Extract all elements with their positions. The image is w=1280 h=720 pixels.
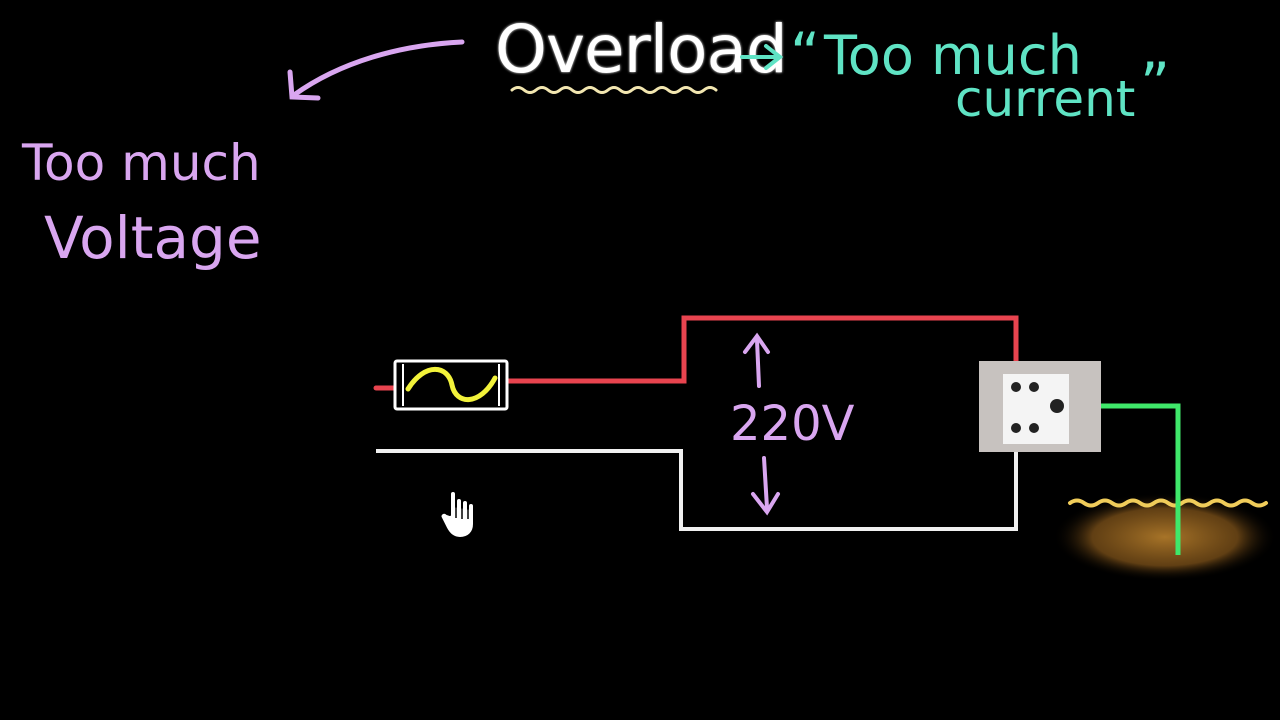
live-wire-main bbox=[508, 315, 1019, 387]
title-word: Overload bbox=[495, 11, 787, 88]
hand-pointer-icon bbox=[439, 490, 475, 539]
voltage-note-line2: Voltage bbox=[44, 204, 262, 272]
arrow-to-current-note bbox=[740, 44, 784, 70]
voltage-label: 220V bbox=[730, 396, 855, 452]
socket-hole-top-right bbox=[1029, 382, 1039, 392]
earth-ground-patch bbox=[1053, 493, 1277, 581]
fuse-icon bbox=[393, 359, 509, 411]
current-note-line2: current bbox=[955, 70, 1135, 128]
socket-hole-live bbox=[1011, 382, 1021, 392]
arrow-to-voltage-note bbox=[287, 39, 465, 101]
current-note-open-quote: “ bbox=[790, 20, 820, 88]
wall-socket-icon bbox=[979, 361, 1101, 452]
current-note-line1: Too much bbox=[823, 24, 1082, 87]
voltage-note-line1: Too much bbox=[21, 134, 261, 192]
title-underline-wavy bbox=[510, 86, 718, 94]
voltage-arrow-down bbox=[751, 456, 780, 516]
neutral-wire bbox=[376, 432, 1018, 531]
socket-hole-bottom-right bbox=[1029, 423, 1039, 433]
fuse-wire-element bbox=[405, 367, 498, 403]
socket-hole-earth bbox=[1050, 399, 1064, 413]
voltage-arrow-up bbox=[743, 332, 770, 388]
earth-ground-surface-line bbox=[1068, 498, 1268, 508]
socket-hole-neutral bbox=[1011, 423, 1021, 433]
current-note-close-quote: ” bbox=[1140, 50, 1170, 118]
